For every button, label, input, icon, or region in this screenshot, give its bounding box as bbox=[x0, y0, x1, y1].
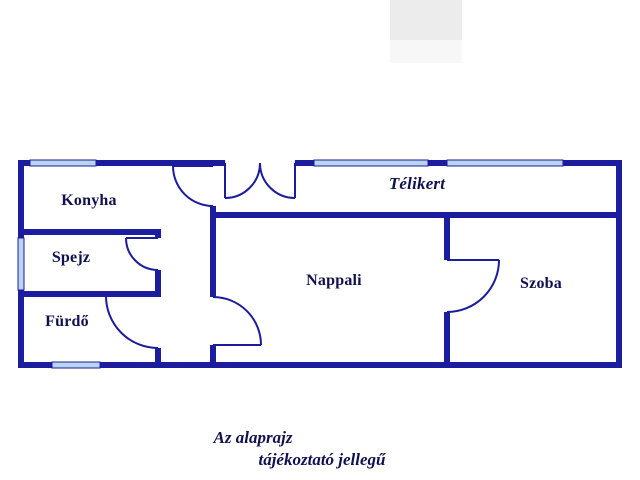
watermark-block bbox=[390, 0, 462, 63]
wall-segment bbox=[295, 160, 314, 166]
wall-segment bbox=[18, 291, 161, 297]
outer-walls bbox=[18, 160, 622, 368]
watermark-upper bbox=[390, 0, 462, 40]
room-label-nappali: Nappali bbox=[306, 272, 362, 289]
wall-segment bbox=[96, 160, 225, 166]
room-door-arc bbox=[446, 259, 500, 313]
room-label-telikert: Télikert bbox=[388, 174, 446, 193]
entrance-door-right-arc bbox=[259, 162, 296, 199]
kitchen-door-arc bbox=[172, 165, 214, 207]
doors bbox=[105, 162, 500, 349]
window-kitchen-top bbox=[29, 159, 97, 167]
caption-line-2: tájékoztató jellegű bbox=[258, 450, 386, 469]
entrance-door-left-arc bbox=[224, 162, 261, 199]
window-pantry-left bbox=[17, 237, 25, 291]
room-label-konyha: Konyha bbox=[61, 192, 117, 209]
wall-segment bbox=[444, 312, 450, 368]
wall-segment bbox=[210, 345, 216, 368]
watermark-lower bbox=[390, 40, 462, 63]
wall-segment bbox=[428, 160, 447, 166]
caption-line-1: Az alaprajz bbox=[213, 428, 293, 447]
interior-walls bbox=[18, 160, 622, 368]
wall-segment bbox=[18, 362, 52, 368]
wall-segment bbox=[210, 206, 216, 297]
livingroom-door-arc bbox=[212, 296, 262, 346]
bathroom-door-arc bbox=[105, 295, 159, 349]
window-bathroom-bottom bbox=[51, 361, 101, 369]
window-telikert-left bbox=[313, 159, 429, 167]
wall-segment bbox=[155, 270, 161, 296]
wall-segment bbox=[616, 160, 622, 368]
room-label-spejz: Spejz bbox=[51, 249, 91, 266]
wall-segment bbox=[155, 348, 161, 368]
wall-segment bbox=[563, 160, 622, 166]
wall-segment bbox=[18, 229, 161, 235]
wall-segment bbox=[100, 362, 622, 368]
wall-segment bbox=[18, 290, 24, 368]
wall-segment bbox=[210, 160, 216, 166]
wall-segment bbox=[210, 212, 622, 218]
pantry-door-arc bbox=[125, 237, 159, 271]
window-telikert-right bbox=[446, 159, 564, 167]
wall-segment bbox=[18, 160, 24, 238]
room-label-furdo: Fürdő bbox=[45, 313, 89, 330]
wall-segment bbox=[444, 212, 450, 260]
room-label-szoba: Szoba bbox=[520, 275, 562, 292]
windows bbox=[17, 159, 564, 369]
